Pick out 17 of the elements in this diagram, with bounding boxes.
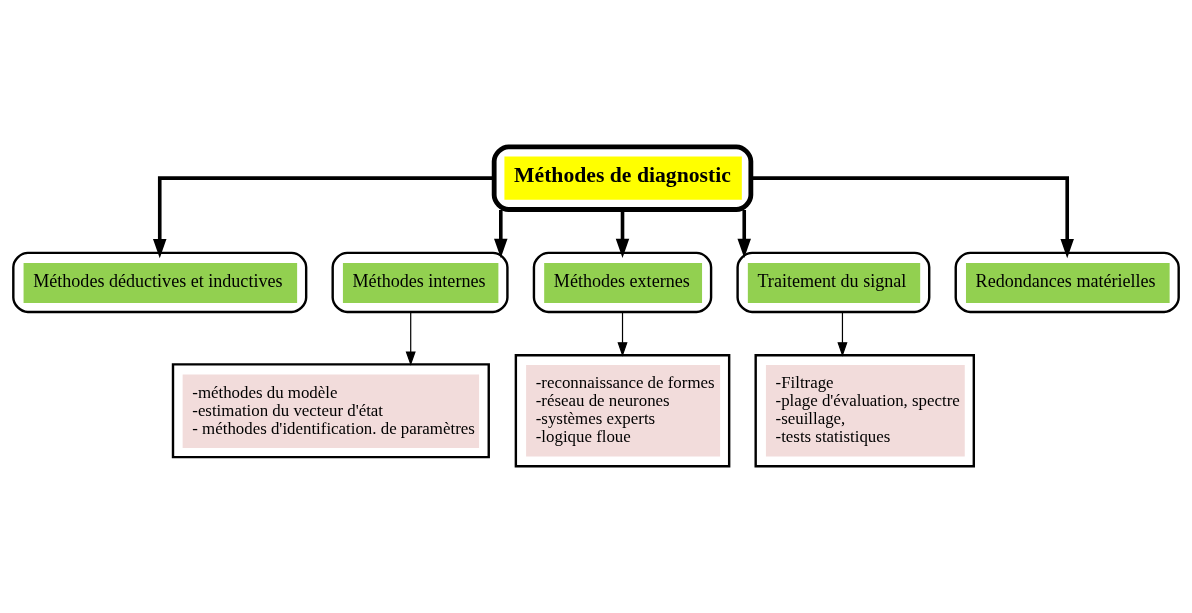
node-box: Méthodes déductives et inductives [12, 251, 308, 314]
node-box: -reconnaissance de formes -réseau de neurones -systèmes experts -logique floue [514, 354, 731, 468]
node-box: -méthodes du modèle -estimation du vecteur d'état - méthodes d'identification. de paramètres [171, 363, 490, 459]
arrow [751, 176, 1074, 259]
node-box: Redondances matérielles [954, 251, 1180, 314]
node-box: Méthodes de diagnostic [491, 144, 754, 212]
node-box: -Filtrage -plage d'évaluation, spectre -seuillage, -tests statistiques [754, 354, 975, 468]
arrow [153, 176, 494, 259]
arrow [405, 311, 416, 366]
node-box: Méthodes internes [331, 251, 509, 314]
arrow [837, 311, 848, 357]
arrow [737, 210, 751, 258]
arrow [615, 210, 630, 258]
arrow [494, 210, 508, 258]
arrow [617, 311, 628, 357]
node-box: Méthodes externes [532, 251, 713, 314]
node-box: Traitement du signal [736, 251, 931, 314]
